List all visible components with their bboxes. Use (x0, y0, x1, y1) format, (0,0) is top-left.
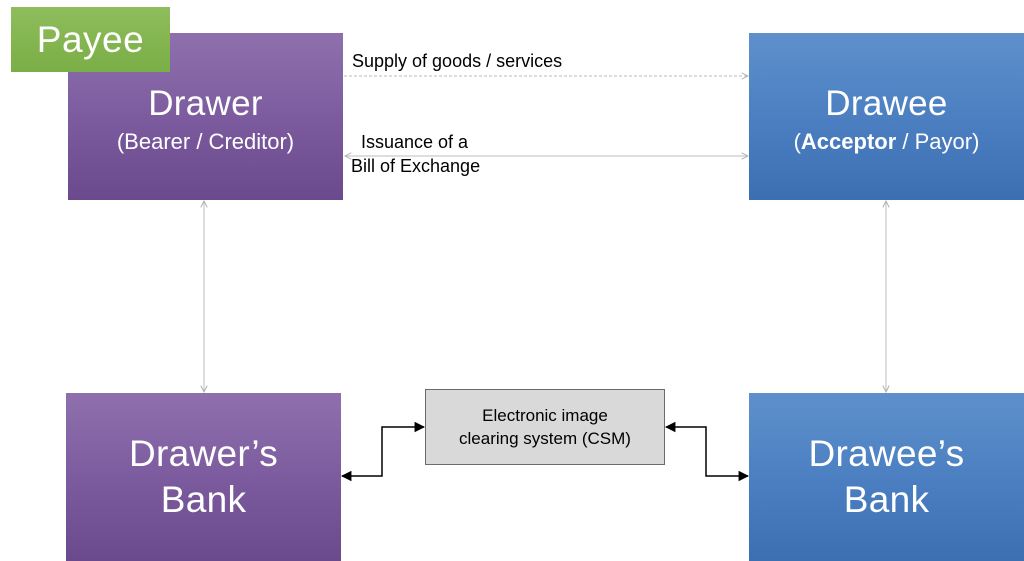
drawers-bank-node: Drawer’s Bank (66, 393, 341, 561)
drawees-bank-node: Drawee’s Bank (749, 393, 1024, 561)
drawee-subtitle-acceptor: Acceptor (800, 129, 897, 154)
issuance-label-line2: Bill of Exchange (351, 156, 481, 176)
csm-to-drawees-bank-connector (664, 421, 750, 482)
payee-badge: Payee (11, 7, 170, 72)
drawee-node: Drawee (Acceptor / Payor) (749, 33, 1024, 200)
drawer-subtitle: (Bearer / Creditor) (116, 129, 295, 154)
drawees-bank-line1: Drawee’s (808, 433, 965, 474)
drawees-bank-line2: Bank (843, 479, 930, 520)
drawee-subtitle: (Acceptor / Payor) (794, 129, 980, 155)
issuance-label-line1: Issuance of a (361, 132, 469, 152)
drawee-subtitle-open: ( (793, 129, 801, 154)
issuance-label: Issuance of a Bill of Exchange (351, 130, 480, 178)
csm-line2: clearing system (CSM) (459, 429, 631, 448)
drawers-bank-line2: Bank (160, 479, 247, 520)
drawee-subtitle-rest: / Payor) (896, 129, 980, 154)
drawers-bank-to-csm-connector (340, 421, 426, 482)
drawers-bank-line1: Drawer’s (128, 433, 279, 474)
drawee-title: Drawee (825, 84, 948, 123)
drawer-title: Drawer (148, 84, 263, 123)
supply-label: Supply of goods / services (352, 51, 563, 71)
csm-node: Electronic image clearing system (CSM) (425, 389, 665, 465)
csm-line1: Electronic image (482, 406, 608, 425)
